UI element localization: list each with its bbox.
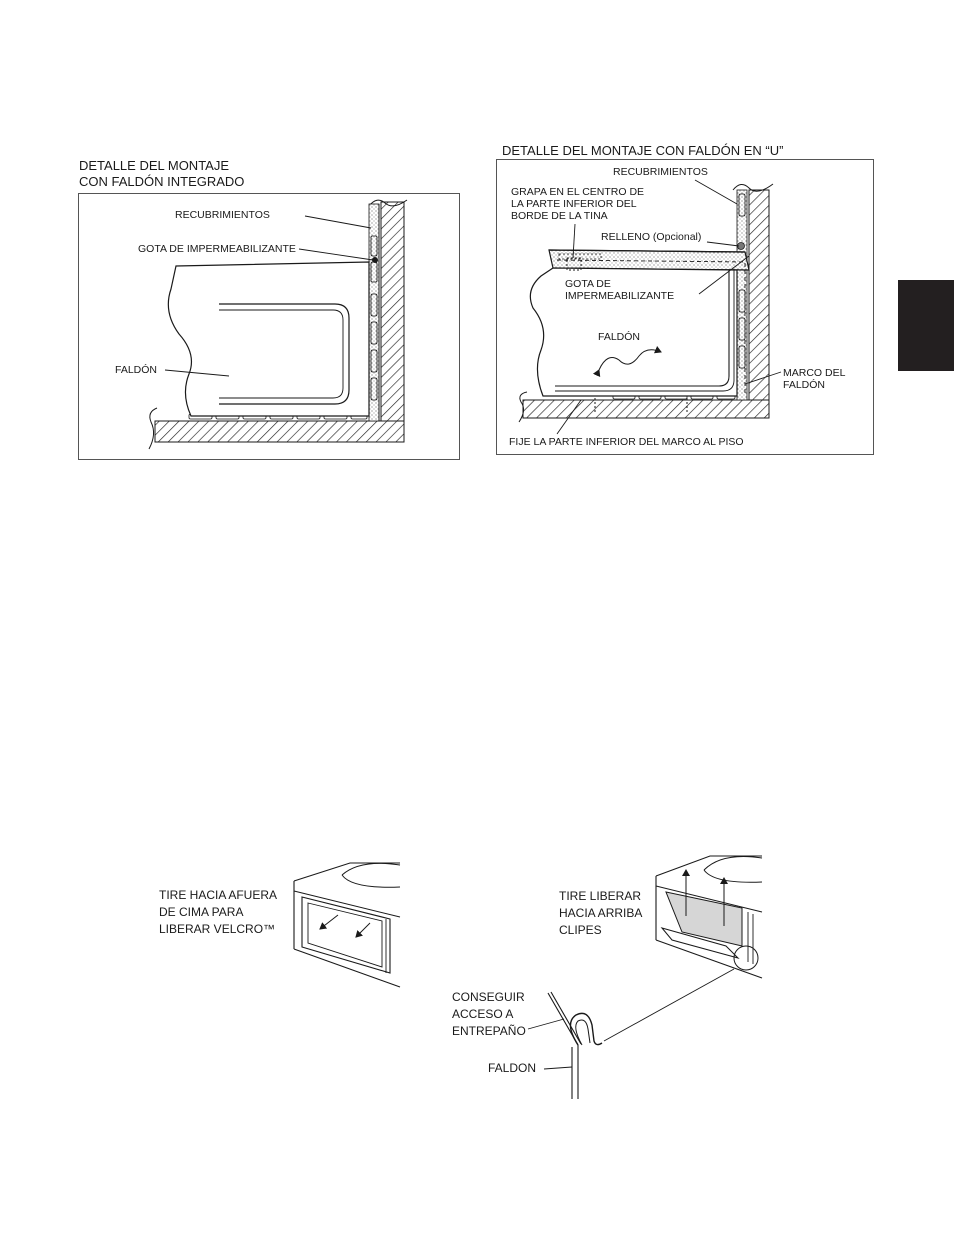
- floor-break: [148, 407, 158, 450]
- label-relleno: RELLENO (Opcional): [601, 231, 702, 243]
- skirt-u-channel: [555, 270, 730, 387]
- figure-right-title: DETALLE DEL MONTAJE CON FALDÓN EN “U”: [502, 143, 784, 158]
- skirt-frame-dashed: [556, 259, 746, 394]
- label-gota-left: GOTA DE IMPERMEABILIZANTE: [138, 243, 296, 255]
- u-skirt-diagram: [518, 179, 782, 435]
- label-fije: FIJE LA PARTE INFERIOR DEL MARCO AL PISO: [509, 436, 744, 448]
- label-tire-velcro: TIRE HACIA AFUERA DE CIMA PARA LIBERAR V…: [159, 888, 278, 936]
- wall-break: [368, 199, 408, 207]
- label-recubrimientos-right: RECUBRIMIENTOS: [613, 166, 708, 178]
- wall-hatch: [380, 201, 405, 443]
- integrated-skirt-diagram: [148, 199, 408, 450]
- wall-hatch: [748, 189, 770, 419]
- velcro-release-diagram: [293, 862, 401, 988]
- faldon-arrow: [592, 345, 662, 378]
- label-faldon-bottom: FALDON: [488, 1061, 537, 1075]
- figure-left-panel: [78, 193, 460, 460]
- clip-detail: [527, 968, 735, 1099]
- figure-left-title: DETALLE DEL MONTAJE CON FALDÓN INTEGRADO: [79, 158, 245, 189]
- label-faldon-right: FALDÓN: [598, 331, 641, 343]
- clip-block: [566, 257, 582, 271]
- label-tire-clipes: TIRE LIBERAR HACIA ARRIBA CLIPES: [559, 889, 643, 937]
- label-conseguir: CONSEGUIR ACCESO A ENTREPAÑO: [452, 990, 526, 1038]
- label-marco: MARCO DEL FALDÓN: [783, 367, 846, 391]
- wall-break: [732, 183, 774, 192]
- label-faldon-left: FALDÓN: [115, 364, 158, 376]
- section-tab: [898, 280, 954, 371]
- label-grapa: GRAPA EN EL CENTRO DE LA PARTE INFERIOR …: [511, 186, 645, 222]
- tile-coating: [368, 203, 380, 422]
- clip-release-diagram: [655, 855, 763, 979]
- skirt-outline: [529, 267, 738, 397]
- label-recubrimientos-left: RECUBRIMIENTOS: [175, 209, 270, 221]
- skirt-recess: [219, 303, 350, 405]
- label-gota-right: GOTA DE IMPERMEABILIZANTE: [565, 278, 675, 302]
- tile-coating: [736, 189, 748, 401]
- floor-break: [518, 391, 528, 423]
- floor-hatch: [154, 420, 405, 443]
- skirt-outline: [167, 261, 370, 417]
- figure-right-panel: [496, 159, 874, 455]
- floor-hatch: [522, 399, 770, 419]
